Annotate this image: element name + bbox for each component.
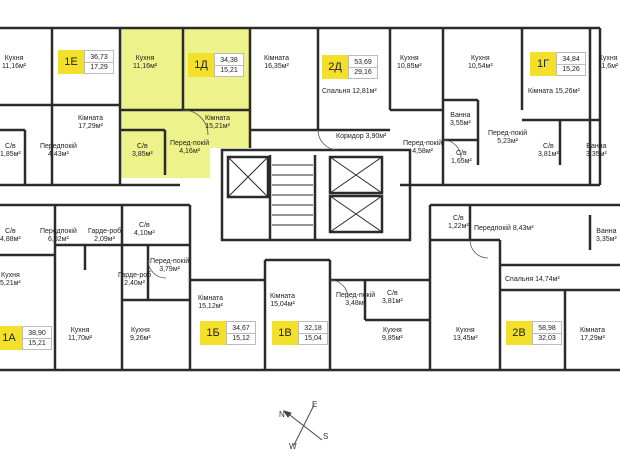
- door-swings: [147, 109, 489, 299]
- room-label: Передпокій 8,43м²: [474, 225, 534, 232]
- apartment-total-area: 38,90: [23, 329, 51, 339]
- apartment-total-area: 34,84: [557, 55, 585, 65]
- apartment-total-area: 32,18: [299, 324, 327, 334]
- apartment-total-area: 53,69: [349, 58, 377, 68]
- apartment-code: 1В: [272, 321, 298, 345]
- apartment-living-area: 17,29: [90, 63, 108, 71]
- apartment-code: 2Д: [322, 55, 348, 79]
- room-label: Кімната 15,26м²: [528, 88, 580, 95]
- apartment-code: 1Е: [58, 50, 84, 74]
- apartment-code: 1Д: [188, 53, 214, 77]
- apartment-total-area: 58,98: [533, 324, 561, 334]
- apartment-total-area: 34,67: [227, 324, 255, 334]
- compass-west: W: [289, 442, 297, 451]
- walls: [0, 26, 620, 372]
- apartment-code: 1Г: [530, 52, 556, 76]
- apartment-code: 1А: [0, 326, 22, 350]
- compass-east: E: [312, 400, 318, 409]
- room-label: Спальня 12,81м²: [322, 88, 377, 95]
- apartment-code: 2В: [506, 321, 532, 345]
- apartment-total-area: 36,73: [85, 53, 113, 63]
- apartment-living-area: 15,12: [232, 334, 250, 342]
- compass-north: N: [279, 410, 285, 419]
- apartment-living-area: 29,16: [354, 68, 372, 76]
- elevator-shafts: [227, 156, 383, 233]
- apartment-living-area: 32,03: [538, 334, 556, 342]
- room-label: Спальня 14,74м²: [505, 276, 560, 283]
- apartment-living-area: 15,21: [28, 339, 46, 347]
- apartment-total-area: 34,38: [215, 56, 243, 66]
- compass-rose: [282, 404, 323, 446]
- apartment-code: 1Б: [200, 321, 226, 345]
- apartment-living-area: 15,26: [562, 65, 580, 73]
- compass-south: S: [323, 432, 329, 441]
- apartment-living-area: 15,04: [304, 334, 322, 342]
- room-label: Коридор 3,90м²: [336, 133, 387, 140]
- apartment-living-area: 15,21: [220, 66, 238, 74]
